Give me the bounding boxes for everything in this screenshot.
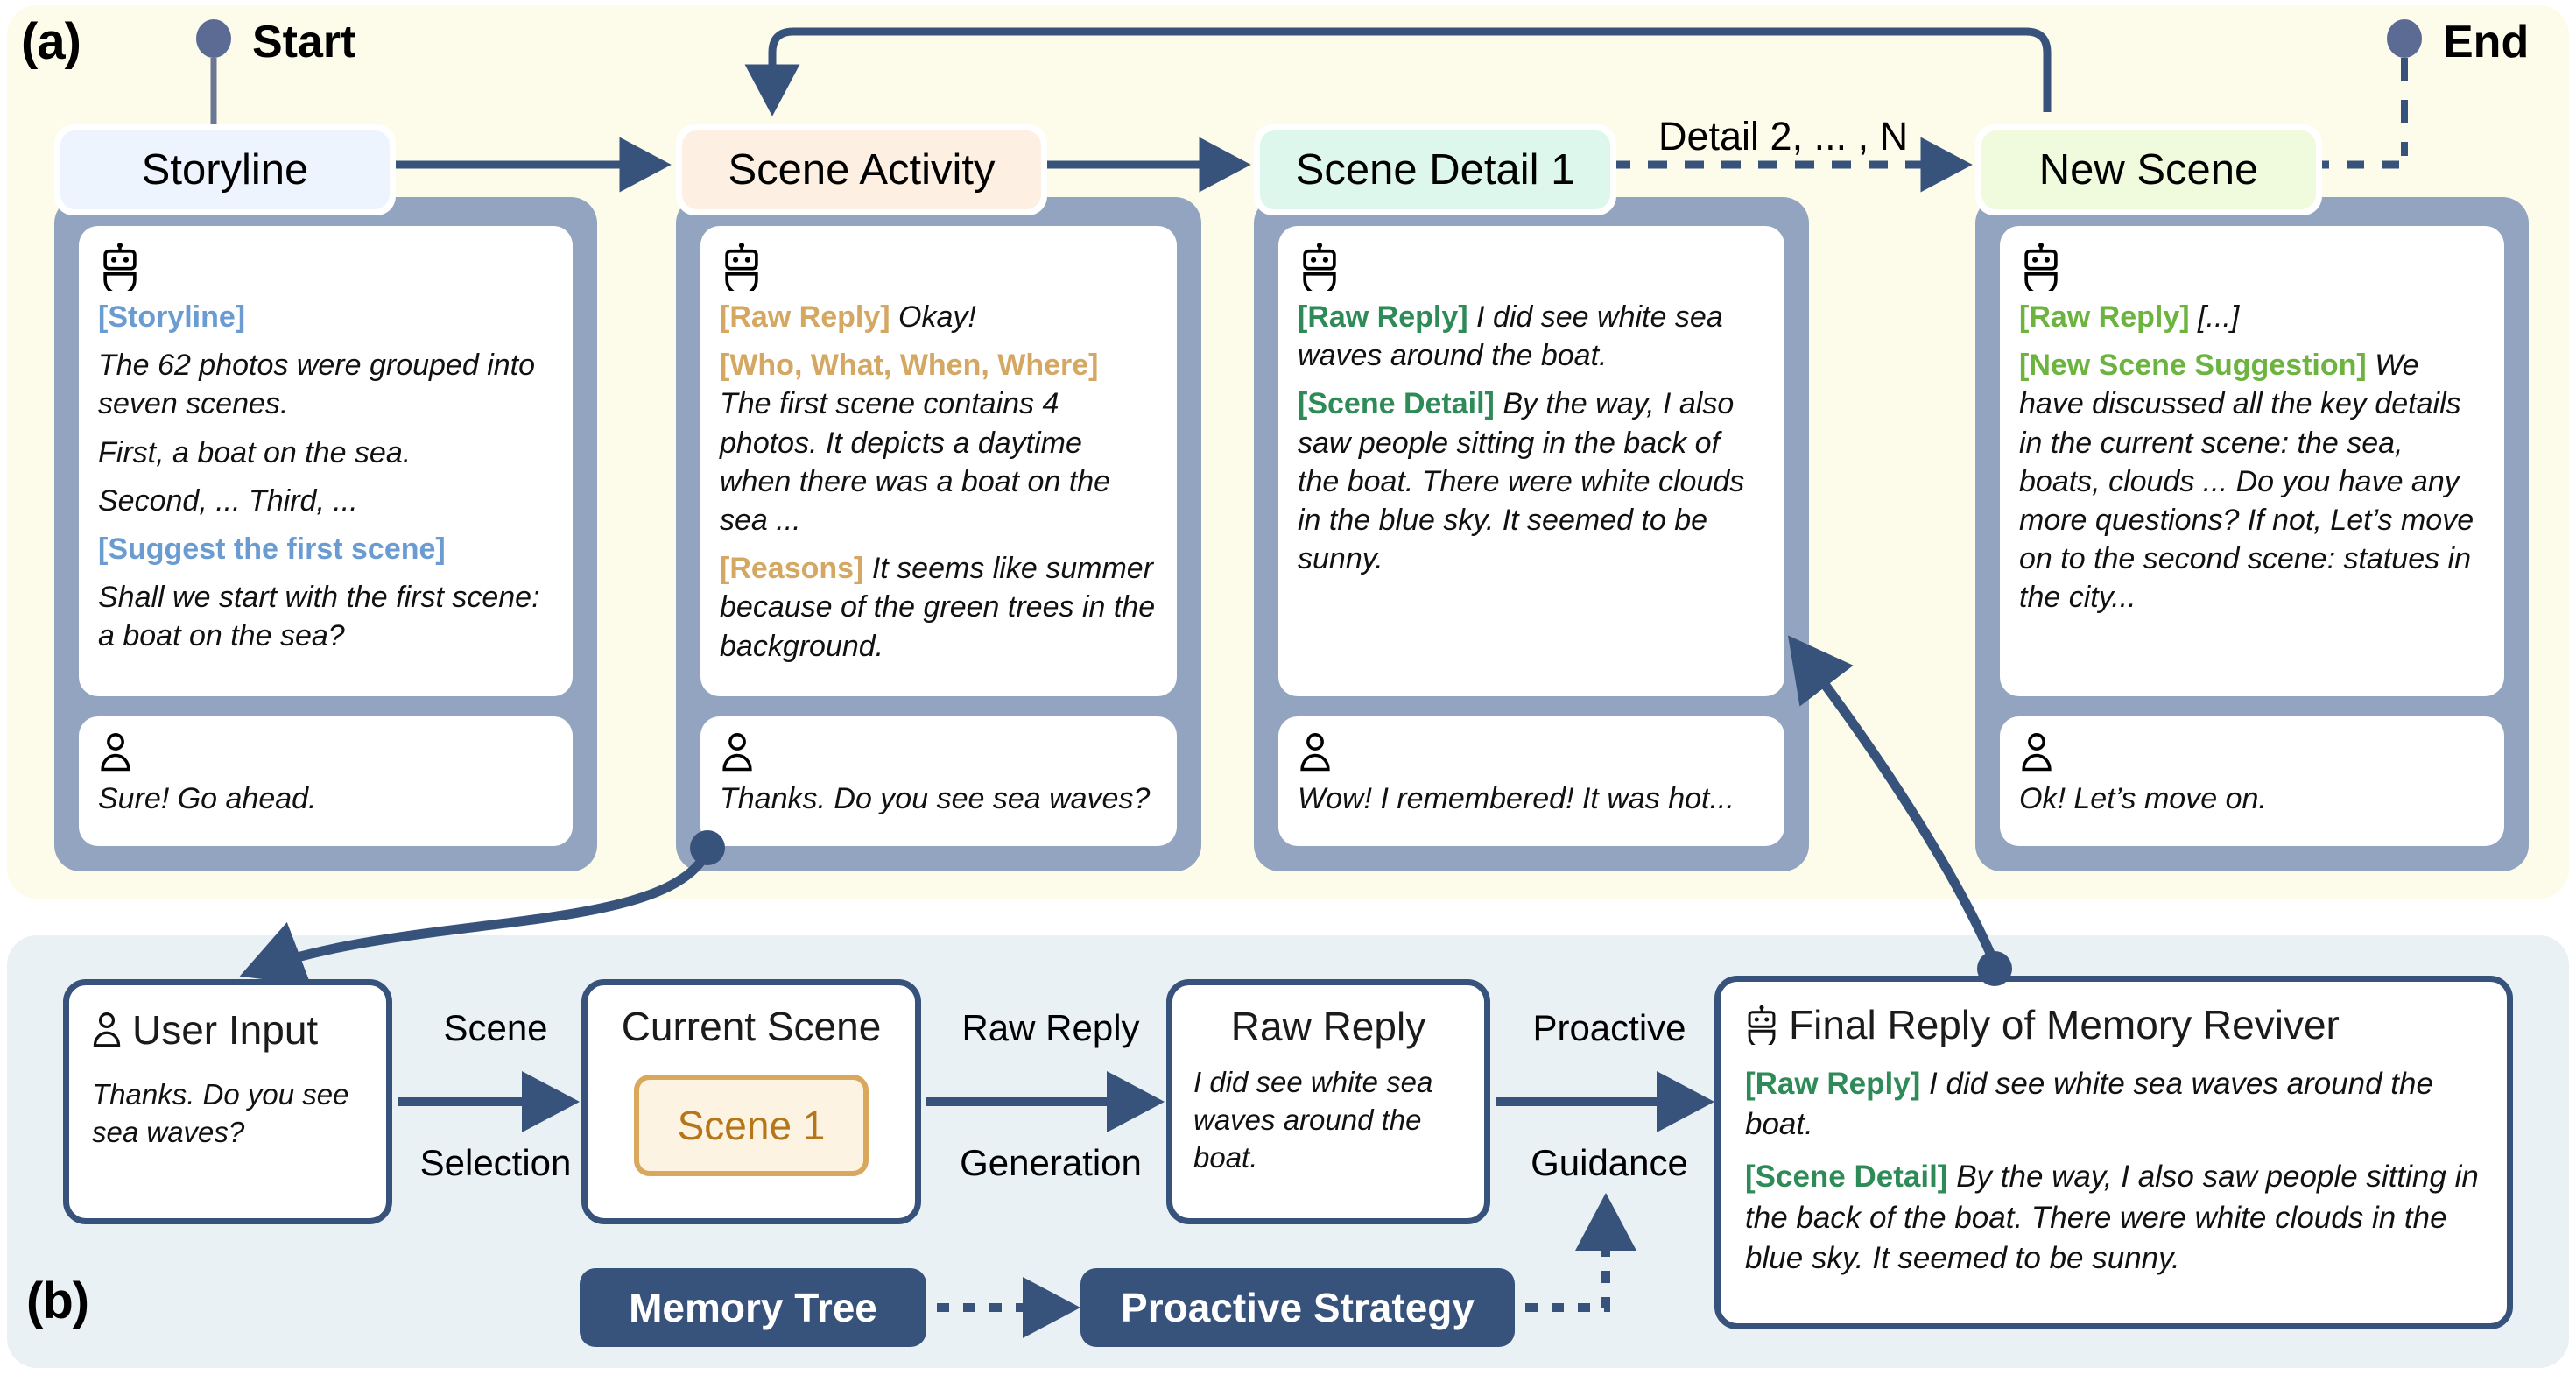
detail-edge-label: Detail 2, ... , N	[1658, 114, 1909, 159]
robot-icon	[725, 243, 758, 291]
pill-new-scene[interactable]: New Scene	[1975, 124, 2322, 215]
box-raw-reply: Raw Reply I did see white sea waves arou…	[1166, 979, 1490, 1224]
card-user-new-scene: Ok! Let’s move on.	[2000, 716, 2504, 846]
edge-label-scene: Scene	[443, 1007, 548, 1048]
final-reply-line-1: [Raw Reply] I did see white sea waves ar…	[1745, 1067, 2433, 1142]
scene-activity-user-text: Thanks. Do you see sea waves?	[720, 782, 1151, 815]
robot-icon	[1303, 243, 1336, 291]
user-input-body: Thanks. Do you see sea waves?	[92, 1078, 349, 1148]
storyline-tag-2: [Suggest the first scene]	[98, 532, 446, 566]
edge-label-proactive: Proactive	[1532, 1007, 1686, 1048]
current-scene-title: Current Scene	[621, 1004, 882, 1049]
edge-label-raw-reply: Raw Reply	[961, 1007, 1140, 1048]
user-icon	[722, 733, 752, 772]
user-input-title-row: User Input	[92, 1006, 363, 1054]
card-bot-scene-activity: [Raw Reply] Okay! [Who, What, When, Wher…	[700, 226, 1177, 696]
user-icon	[1300, 733, 1330, 772]
card-user-storyline: Sure! Go ahead.	[79, 716, 573, 846]
final-reply-line-2: [Scene Detail] By the way, I also saw pe…	[1745, 1160, 2479, 1275]
new-scene-user-text: Ok! Let’s move on.	[2019, 782, 2267, 815]
new-scene-line-2: [New Scene Suggestion] We have discussed…	[2019, 349, 2474, 615]
panel-b-label: (b)	[26, 1273, 89, 1329]
scene-detail-user-text: Wow! I remembered! It was hot...	[1298, 782, 1735, 815]
edge-label-selection: Selection	[419, 1142, 572, 1183]
box-memory-tree[interactable]: Memory Tree	[580, 1268, 926, 1347]
storyline-line-4: Shall we start with the first scene: a b…	[98, 581, 540, 653]
user-icon	[2022, 733, 2052, 772]
start-dot-icon	[196, 19, 231, 58]
user-icon	[93, 1012, 121, 1047]
scene-detail-line-1: [Raw Reply] I did see white sea waves ar…	[1298, 300, 1723, 373]
box-user-input: User Input Thanks. Do you see sea waves?	[63, 979, 392, 1224]
scene-activity-line-3: [Reasons] It seems like summer because o…	[720, 552, 1156, 663]
pill-scene-detail-1-label: Scene Detail 1	[1260, 130, 1610, 209]
panel-a-label: (a)	[21, 13, 81, 70]
storyline-user-text: Sure! Go ahead.	[98, 782, 317, 815]
user-icon	[101, 733, 130, 772]
pill-storyline-label: Storyline	[60, 130, 390, 209]
scene-activity-line-2: [Who, What, When, Where] The first scene…	[720, 349, 1111, 537]
scene-detail-line-2: [Scene Detail] By the way, I also saw pe…	[1298, 387, 1745, 576]
end-label: End	[2443, 17, 2530, 67]
box-final-reply: Final Reply of Memory Reviver [Raw Reply…	[1714, 976, 2513, 1329]
storyline-tag-1: [Storyline]	[98, 300, 246, 334]
raw-reply-title: Raw Reply	[1230, 1004, 1426, 1049]
final-reply-title: Final Reply of Memory Reviver	[1789, 1002, 2340, 1047]
box-current-scene: Current Scene Scene 1	[581, 979, 921, 1224]
storyline-line-3: Second, ... Third, ...	[98, 483, 358, 518]
raw-reply-body: I did see white sea waves around the boa…	[1193, 1066, 1433, 1174]
pill-scene-activity-label: Scene Activity	[682, 130, 1041, 209]
end-dot-icon	[2387, 19, 2422, 58]
pill-new-scene-label: New Scene	[1981, 130, 2316, 209]
card-bot-storyline: [Storyline] The 62 photos were grouped i…	[79, 226, 573, 696]
edge-label-guidance: Guidance	[1531, 1142, 1688, 1183]
new-scene-line-1: [Raw Reply] [...]	[2019, 300, 2240, 334]
start-label: Start	[252, 17, 356, 67]
storyline-line-2: First, a boat on the sea.	[98, 435, 412, 469]
scene-activity-line-1: [Raw Reply] Okay!	[720, 300, 976, 334]
card-bot-scene-detail: [Raw Reply] I did see white sea waves ar…	[1278, 226, 1784, 696]
card-user-scene-detail: Wow! I remembered! It was hot...	[1278, 716, 1784, 846]
pill-storyline[interactable]: Storyline	[54, 124, 396, 215]
scene-chip[interactable]: Scene 1	[634, 1075, 869, 1176]
final-reply-title-row: Final Reply of Memory Reviver	[1745, 1001, 2482, 1048]
storyline-line-1: The 62 photos were grouped into seven sc…	[98, 349, 536, 421]
robot-icon	[2024, 243, 2058, 291]
robot-icon	[103, 243, 137, 291]
edge-label-generation: Generation	[960, 1142, 1142, 1183]
user-input-title: User Input	[132, 1007, 319, 1053]
robot-icon	[1748, 1005, 1776, 1045]
card-bot-new-scene: [Raw Reply] [...] [New Scene Suggestion]…	[2000, 226, 2504, 696]
box-proactive-strategy[interactable]: Proactive Strategy	[1080, 1268, 1515, 1347]
card-user-scene-activity: Thanks. Do you see sea waves?	[700, 716, 1177, 846]
pill-scene-detail-1[interactable]: Scene Detail 1	[1254, 124, 1616, 215]
pill-scene-activity[interactable]: Scene Activity	[676, 124, 1047, 215]
